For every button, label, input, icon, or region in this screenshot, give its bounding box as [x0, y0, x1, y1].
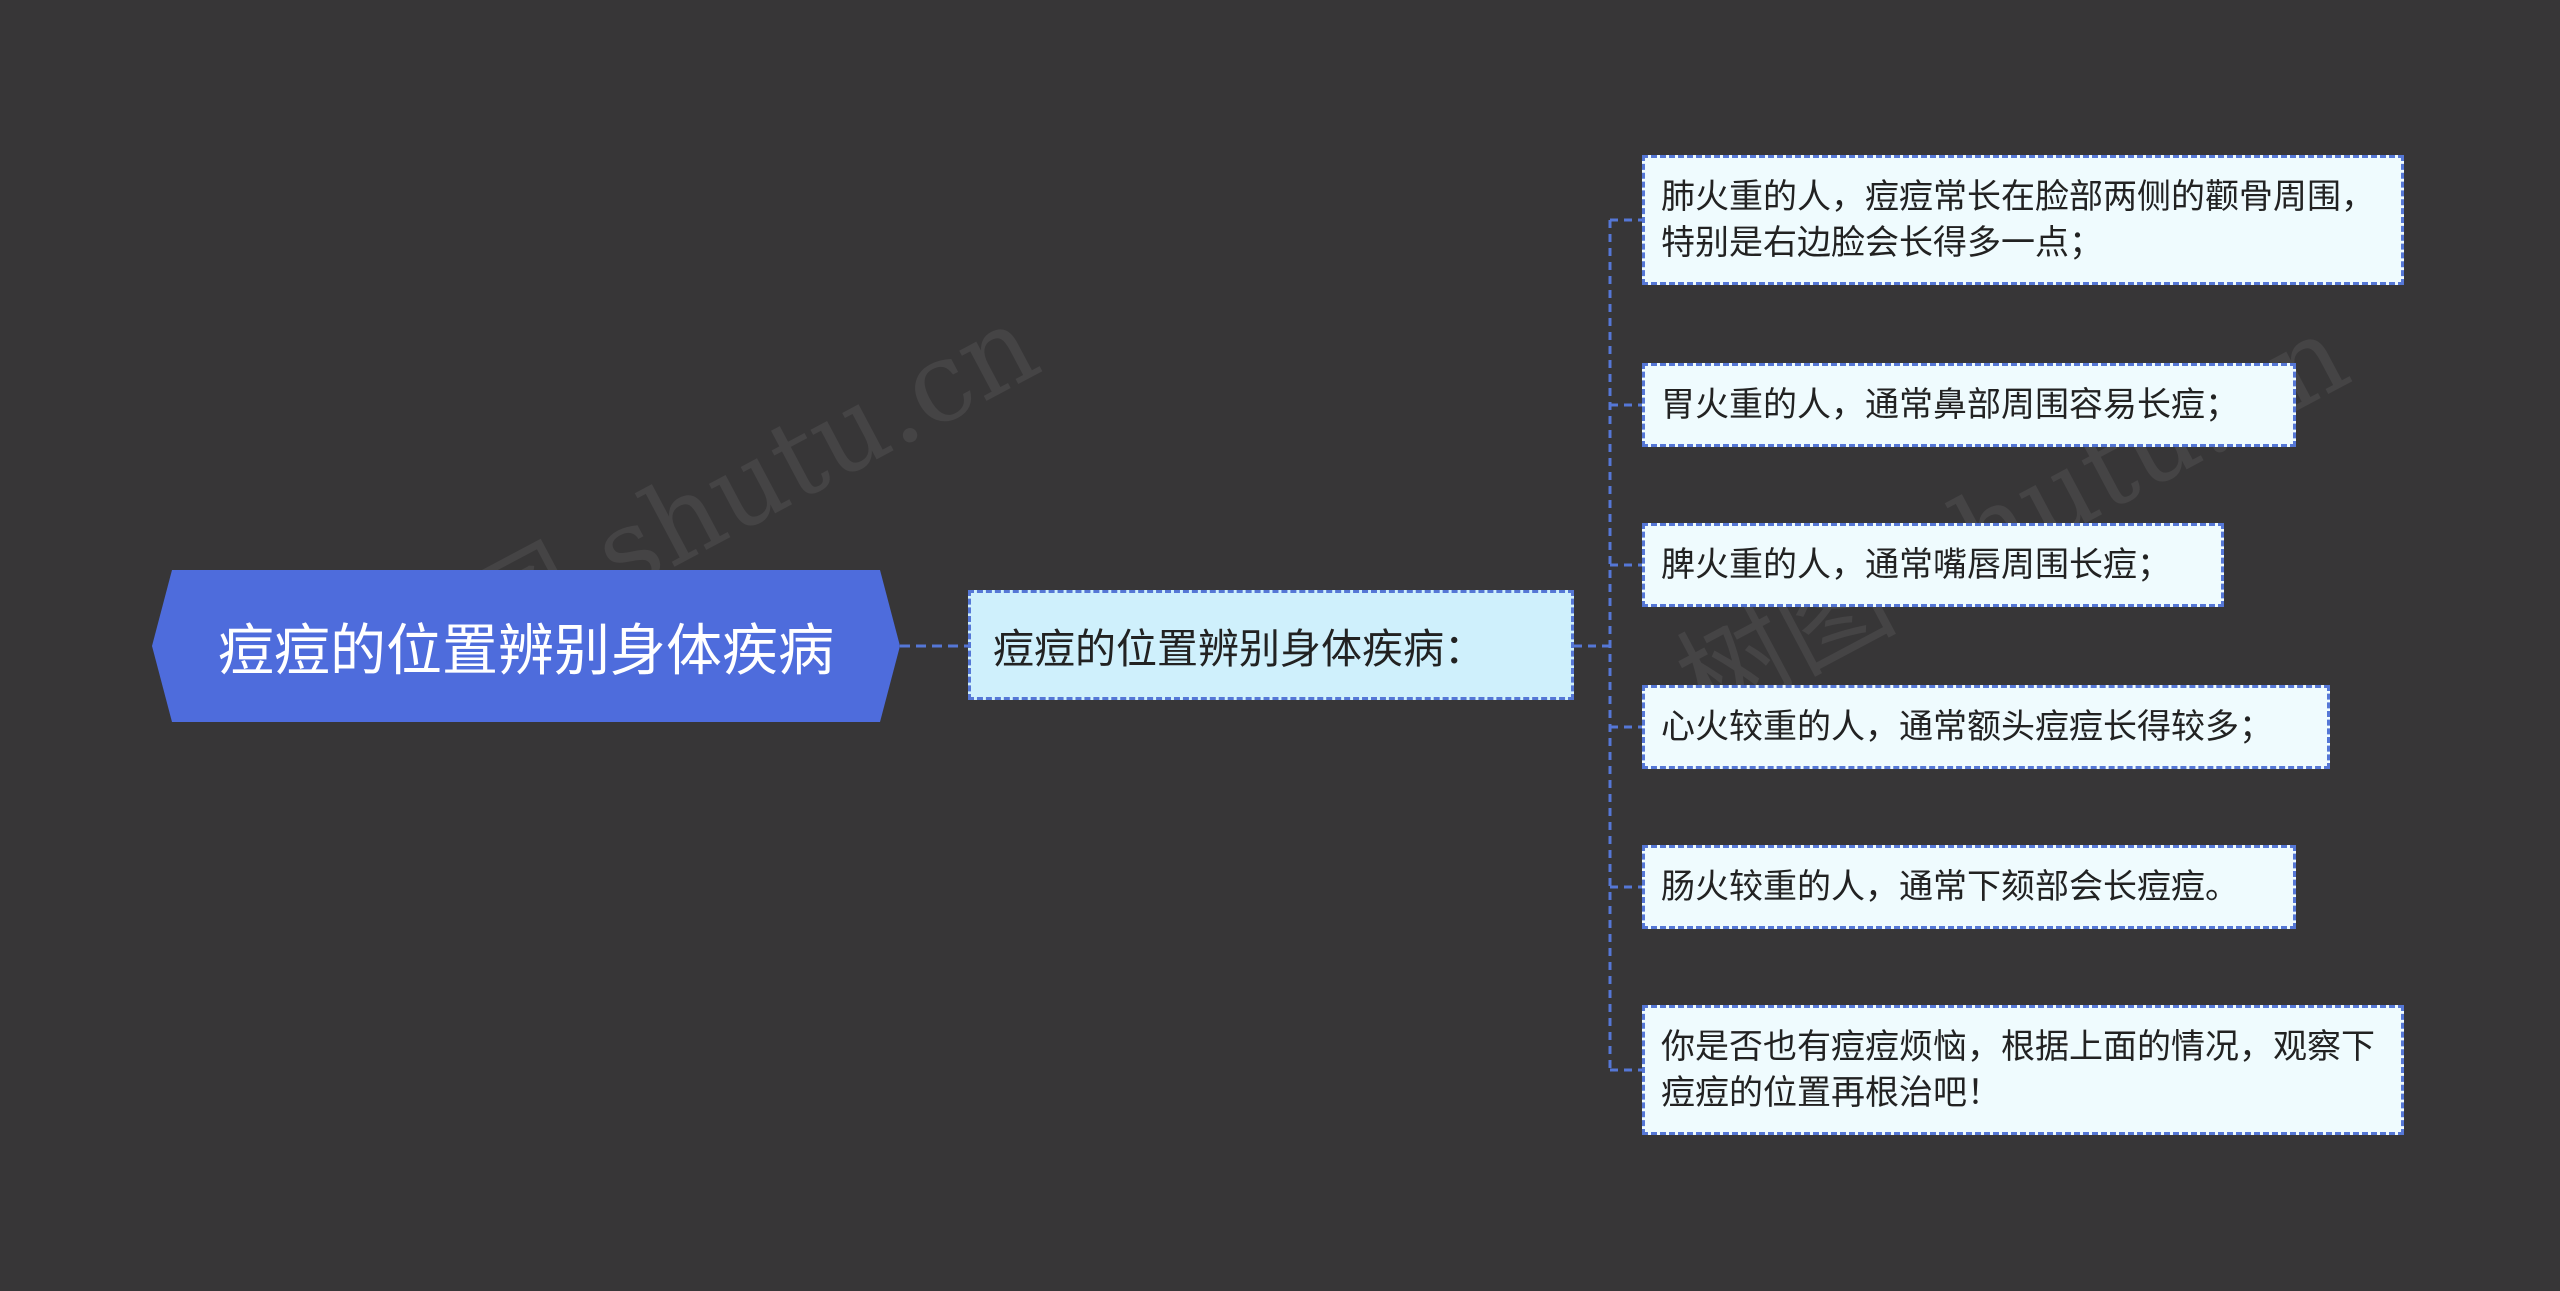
root-topic-node[interactable]: 痘痘的位置辨别身体疾病 [152, 570, 900, 722]
watermark: 树图 shutu.cn [1657, 289, 2368, 749]
leaf-label: 胃火重的人，通常鼻部周围容易长痘； [1661, 385, 2239, 425]
leaf-node-lung-fire[interactable]: 肺火重的人，痘痘常长在脸部两侧的颧骨周围，特别是右边脸会长得多一点； [1642, 155, 2404, 285]
leaf-label: 肺火重的人，痘痘常长在脸部两侧的颧骨周围，特别是右边脸会长得多一点； [1661, 177, 2375, 263]
subtopic-node[interactable]: 痘痘的位置辨别身体疾病： [968, 590, 1574, 700]
subtopic-label: 痘痘的位置辨别身体疾病： [993, 625, 1485, 673]
leaf-node-conclusion[interactable]: 你是否也有痘痘烦恼，根据上面的情况，观察下痘痘的位置再根治吧！ [1642, 1005, 2404, 1135]
leaf-label: 肠火较重的人，通常下颏部会长痘痘。 [1661, 867, 2239, 907]
leaf-node-intestine-fire[interactable]: 肠火较重的人，通常下颏部会长痘痘。 [1642, 845, 2296, 929]
leaf-label: 脾火重的人，通常嘴唇周围长痘； [1661, 545, 2171, 585]
leaf-node-heart-fire[interactable]: 心火较重的人，通常额头痘痘长得较多； [1642, 685, 2330, 769]
leaf-node-spleen-fire[interactable]: 脾火重的人，通常嘴唇周围长痘； [1642, 523, 2224, 607]
leaf-label: 心火较重的人，通常额头痘痘长得较多； [1661, 707, 2273, 747]
root-topic-label: 痘痘的位置辨别身体疾病 [218, 618, 834, 684]
leaf-label: 你是否也有痘痘烦恼，根据上面的情况，观察下痘痘的位置再根治吧！ [1661, 1027, 2375, 1113]
leaf-node-stomach-fire[interactable]: 胃火重的人，通常鼻部周围容易长痘； [1642, 363, 2296, 447]
